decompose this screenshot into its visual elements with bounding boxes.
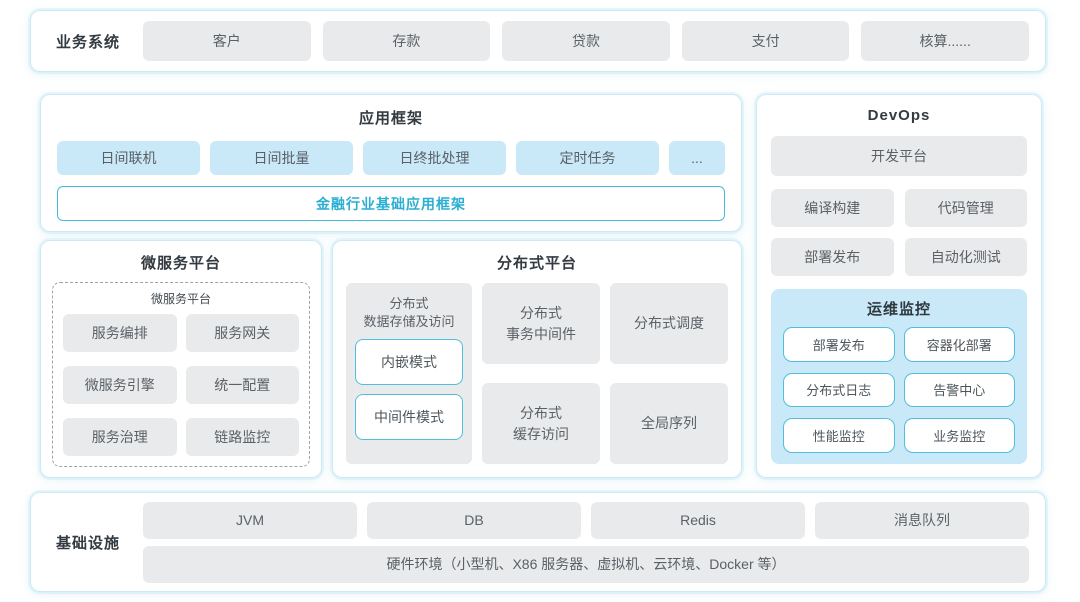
block-scheduled-tasks: 定时任务 xyxy=(516,141,659,175)
block-customer: 客户 xyxy=(143,21,311,61)
infrastructure-panel: 基础设施 JVM DB Redis 消息队列 硬件环境（小型机、X86 服务器、… xyxy=(30,492,1046,592)
block-more-ellipsis: ... xyxy=(669,141,725,175)
block-service-orchestration: 服务编排 xyxy=(63,314,177,352)
block-db: DB xyxy=(367,501,581,539)
distributed-storage-title: 分布式 数据存储及访问 xyxy=(363,296,455,329)
block-embedded-mode: 内嵌模式 xyxy=(355,339,463,386)
block-alert-center: 告警中心 xyxy=(903,372,1015,408)
distributed-platform-title: 分布式平台 xyxy=(496,255,577,272)
infrastructure-content: JVM DB Redis 消息队列 硬件环境（小型机、X86 服务器、虚拟机、云… xyxy=(143,501,1029,583)
block-payment: 支付 xyxy=(681,21,850,61)
block-unified-config: 统一配置 xyxy=(185,366,299,404)
distributed-platform-panel: 分布式平台 分布式 数据存储及访问 内嵌模式 中间件模式 分布式 事务中间件 分… xyxy=(332,240,742,478)
block-accounting: 核算...... xyxy=(861,21,1029,61)
block-daytime-online: 日间联机 xyxy=(57,141,200,175)
microservice-grid: 服务编排 服务网关 微服务引擎 统一配置 服务治理 链路监控 xyxy=(63,314,299,456)
block-eod-batch: 日终批处理 xyxy=(363,141,506,175)
block-business-monitoring: 业务监控 xyxy=(903,418,1015,453)
block-trace-monitoring: 链路监控 xyxy=(185,418,299,456)
microservice-inner-box: 微服务平台 服务编排 服务网关 微服务引擎 统一配置 服务治理 链路监控 xyxy=(52,282,310,467)
block-compile-build: 编译构建 xyxy=(771,189,894,227)
base-framework-block: 金融行业基础应用框架 xyxy=(57,186,725,221)
block-jvm: JVM xyxy=(143,501,357,539)
block-distributed-scheduling: 分布式调度 xyxy=(610,283,728,364)
ops-monitoring-panel: 运维监控 部署发布 容器化部署 分布式日志 告警中心 性能监控 业务监控 xyxy=(771,289,1027,464)
app-framework-title: 应用框架 xyxy=(358,110,423,127)
devops-panel: DevOps 开发平台 编译构建 代码管理 部署发布 自动化测试 运维监控 部署… xyxy=(756,94,1042,478)
block-middleware-mode: 中间件模式 xyxy=(355,394,463,441)
block-deploy-release: 部署发布 xyxy=(771,238,894,276)
block-containerized-deploy: 容器化部署 xyxy=(903,327,1015,362)
business-systems-row: 客户 存款 贷款 支付 核算...... xyxy=(143,21,1029,61)
block-dev-platform: 开发平台 xyxy=(771,136,1027,176)
distributed-storage-card: 分布式 数据存储及访问 内嵌模式 中间件模式 xyxy=(346,283,472,464)
block-ops-deploy-release: 部署发布 xyxy=(783,327,895,362)
block-automated-testing: 自动化测试 xyxy=(904,238,1027,276)
business-systems-panel: 业务系统 客户 存款 贷款 支付 核算...... xyxy=(30,10,1046,72)
business-systems-label: 业务系统 xyxy=(55,33,120,51)
block-distributed-transaction: 分布式 事务中间件 xyxy=(482,283,600,364)
infrastructure-row: JVM DB Redis 消息队列 xyxy=(143,501,1029,539)
distributed-right-column: 分布式调度 全局序列 xyxy=(610,283,728,464)
microservice-inner-title: 微服务平台 xyxy=(150,292,211,306)
devops-title: DevOps xyxy=(867,107,931,124)
infrastructure-label: 基础设施 xyxy=(55,534,120,552)
block-hardware-environment: 硬件环境（小型机、X86 服务器、虚拟机、云环境、Docker 等） xyxy=(143,545,1029,583)
block-code-management: 代码管理 xyxy=(904,189,1027,227)
microservice-platform-panel: 微服务平台 微服务平台 服务编排 服务网关 微服务引擎 统一配置 服务治理 链路… xyxy=(40,240,322,478)
block-deposit: 存款 xyxy=(322,21,491,61)
distributed-content: 分布式 数据存储及访问 内嵌模式 中间件模式 分布式 事务中间件 分布式 缓存访… xyxy=(346,283,728,464)
ops-monitoring-title: 运维监控 xyxy=(866,301,931,318)
block-message-queue: 消息队列 xyxy=(815,501,1029,539)
block-daytime-batch: 日间批量 xyxy=(210,141,353,175)
app-framework-row: 日间联机 日间批量 日终批处理 定时任务 ... xyxy=(57,141,725,175)
ops-monitoring-grid: 部署发布 容器化部署 分布式日志 告警中心 性能监控 业务监控 xyxy=(783,327,1015,453)
app-framework-panel: 应用框架 日间联机 日间批量 日终批处理 定时任务 ... 金融行业基础应用框架 xyxy=(40,94,742,232)
block-loan: 贷款 xyxy=(502,21,670,61)
block-distributed-logging: 分布式日志 xyxy=(783,372,895,408)
block-distributed-cache: 分布式 缓存访问 xyxy=(482,383,600,464)
distributed-middle-column: 分布式 事务中间件 分布式 缓存访问 xyxy=(482,283,600,464)
base-framework-label: 金融行业基础应用框架 xyxy=(316,195,466,212)
block-service-gateway: 服务网关 xyxy=(185,314,299,352)
block-microservice-engine: 微服务引擎 xyxy=(63,366,177,404)
microservice-platform-title: 微服务平台 xyxy=(140,255,221,272)
devops-grid: 编译构建 代码管理 部署发布 自动化测试 xyxy=(771,189,1027,276)
block-performance-monitoring: 性能监控 xyxy=(783,418,895,453)
block-global-sequence: 全局序列 xyxy=(610,383,728,464)
block-service-governance: 服务治理 xyxy=(63,418,177,456)
block-redis: Redis xyxy=(591,501,805,539)
